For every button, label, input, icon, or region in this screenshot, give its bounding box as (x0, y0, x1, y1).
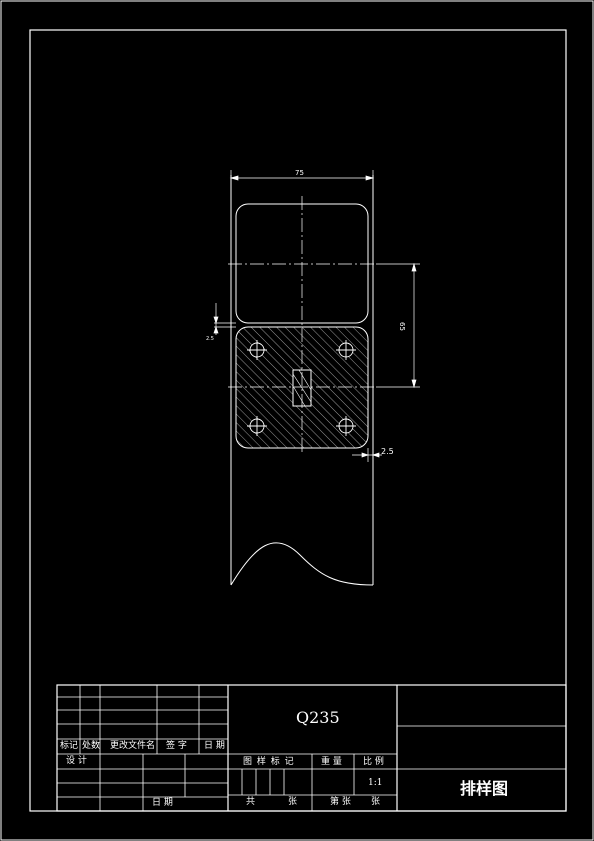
dim-small-label: 2.5 (206, 336, 214, 342)
header-drawing-mark: 图 样 标 记 (243, 757, 295, 767)
header-weight: 重 量 (321, 757, 342, 767)
header-count: 处数 (82, 741, 101, 751)
drawing-title: 排样图 (460, 779, 509, 798)
dim-width-label: 75 (295, 169, 304, 177)
header-date: 日 期 (204, 741, 225, 751)
dim-gap-label: 2.5 (381, 447, 394, 456)
header-sheet2: 张 (371, 797, 381, 807)
dim-pitch-label: 65 (398, 322, 406, 331)
header-nth: 第 张 (330, 797, 351, 807)
dim-width (229, 170, 375, 185)
header-total: 共 (246, 797, 256, 807)
dim-edge (352, 448, 382, 462)
header-signature: 签 字 (166, 741, 187, 751)
header-design: 设 计 (66, 756, 87, 766)
dim-pitch (376, 262, 420, 389)
title-block (56, 684, 567, 812)
header-ratio: 比 例 (363, 757, 384, 767)
header-date2: 日 期 (152, 798, 173, 808)
dim-left-gap (213, 303, 236, 335)
material-label: Q235 (296, 708, 340, 727)
strip-outline (230, 175, 374, 586)
header-sheets: 张 (288, 797, 298, 807)
scale-value: 1:1 (368, 778, 383, 788)
hole-marks (247, 340, 356, 436)
center-lines (228, 196, 376, 455)
header-mark: 标记 (60, 741, 79, 751)
header-change-doc: 更改文件名 (110, 741, 156, 751)
